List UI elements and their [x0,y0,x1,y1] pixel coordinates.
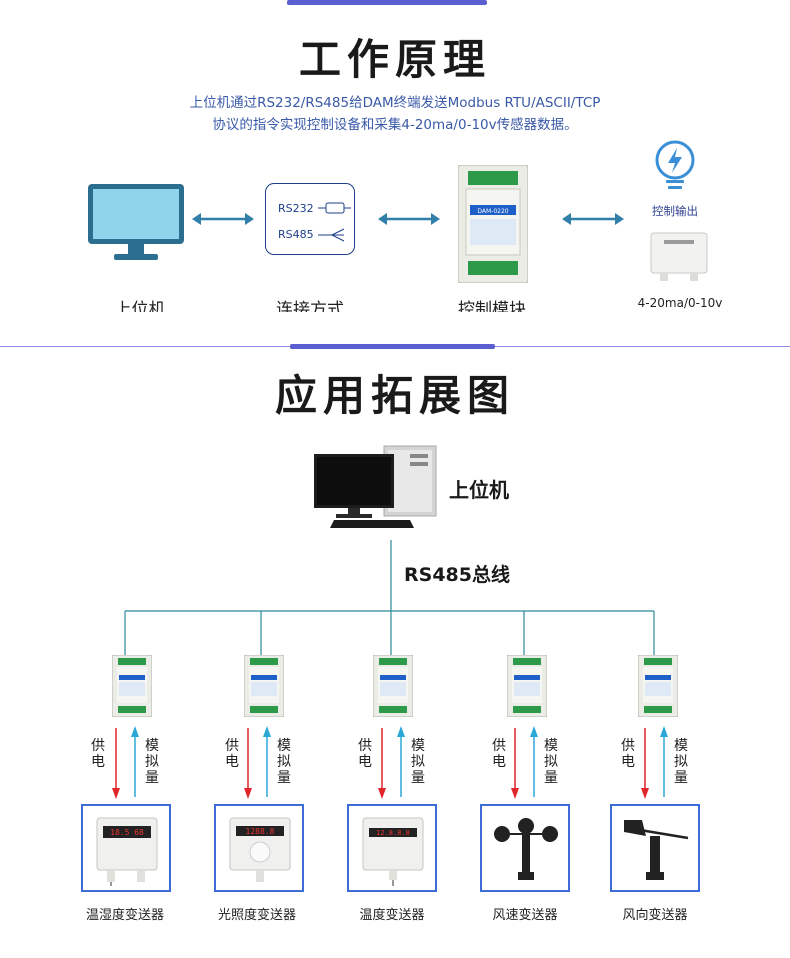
sensor-box-illuminance: 1288.8 [214,804,304,892]
desktop-computer-icon [314,445,437,528]
module-image-2 [244,655,284,717]
power-label-2: 供电 [225,738,239,770]
monitor-icon [88,184,184,260]
sensor-caption-2: 光照度变送器 [217,908,296,923]
analog-label-4: 模拟量 [544,738,558,786]
sensor-caption-3: 温度变送器 [359,908,425,923]
power-label-1: 供电 [91,738,105,770]
temp-humidity-transmitter-image: 18.5 68 [96,817,158,886]
module-image-3 [373,655,413,717]
section2-tab-bar [290,344,495,349]
analog-label-5: 模拟量 [674,738,688,786]
module-label: 控制模块 [458,300,526,312]
module-image-4 [507,655,547,717]
power-label-3: 供电 [358,738,372,770]
analog-label-1: 模拟量 [145,738,159,786]
section1-title: 工作原理 [298,35,491,84]
top-tab-bar [287,0,487,5]
control-module-image: DAM-0220 [458,165,528,283]
section1-desc-line2: 协议的指令实现控制设备和采集4-20ma/0-10v传感器数据。 [212,117,578,133]
sensor-caption-1: 温湿度变送器 [85,908,164,923]
double-arrow-icon [378,213,440,225]
host-label-section2: 上位机 [449,478,509,502]
section1-desc-line1: 上位机通过RS232/RS485给DAM终端发送Modbus RTU/ASCII… [189,95,601,111]
lightning-bulb-icon [655,140,695,189]
wind-vane-image [624,820,689,880]
rs232-connector-icon [318,202,351,214]
sensor-box-temperature: 12.8.8.8 [347,804,437,892]
double-arrow-icon [562,213,624,225]
svg-text:18.5 68: 18.5 68 [110,828,144,837]
section2-title: 应用拓展图 [274,371,515,420]
module-image-5 [638,655,678,717]
illuminance-transmitter-image: 1288.8 [229,817,291,882]
sensor-box-wind-direction [610,804,700,892]
analog-label-2: 模拟量 [277,738,291,786]
sensor-caption-5: 风向变送器 [622,908,688,923]
double-arrow-icon [192,213,254,225]
host-label: 上位机 [114,300,166,312]
temperature-transmitter-image: 12.8.8.8 [362,817,424,886]
svg-text:1288.8: 1288.8 [246,827,275,836]
svg-text:12.8.8.8: 12.8.8.8 [376,829,410,837]
analog-label-3: 模拟量 [411,738,425,786]
svg-text:DAM-0220: DAM-0220 [477,208,508,215]
power-label-5: 供电 [621,738,635,770]
sensor-box-wind-speed [480,804,570,892]
connection-box: RS232 RS485 [265,183,355,255]
connection-label: 连接方式 [276,300,344,312]
bus-label: RS485总线 [404,564,510,586]
sensor-enclosure-image [650,232,708,281]
anemometer-image [494,818,558,880]
power-label-4: 供电 [492,738,506,770]
sensor-box-temp-humidity: 18.5 68 [81,804,171,892]
analog-range-label: 4-20ma/0-10v [637,296,723,310]
module-image-1 [112,655,152,717]
rs485-label: RS485 [278,228,314,241]
sensor-caption-4: 风速变送器 [492,908,558,923]
rs485-wires-icon [318,228,345,242]
control-output-label: 控制输出 [652,204,698,218]
rs232-label: RS232 [278,202,314,215]
